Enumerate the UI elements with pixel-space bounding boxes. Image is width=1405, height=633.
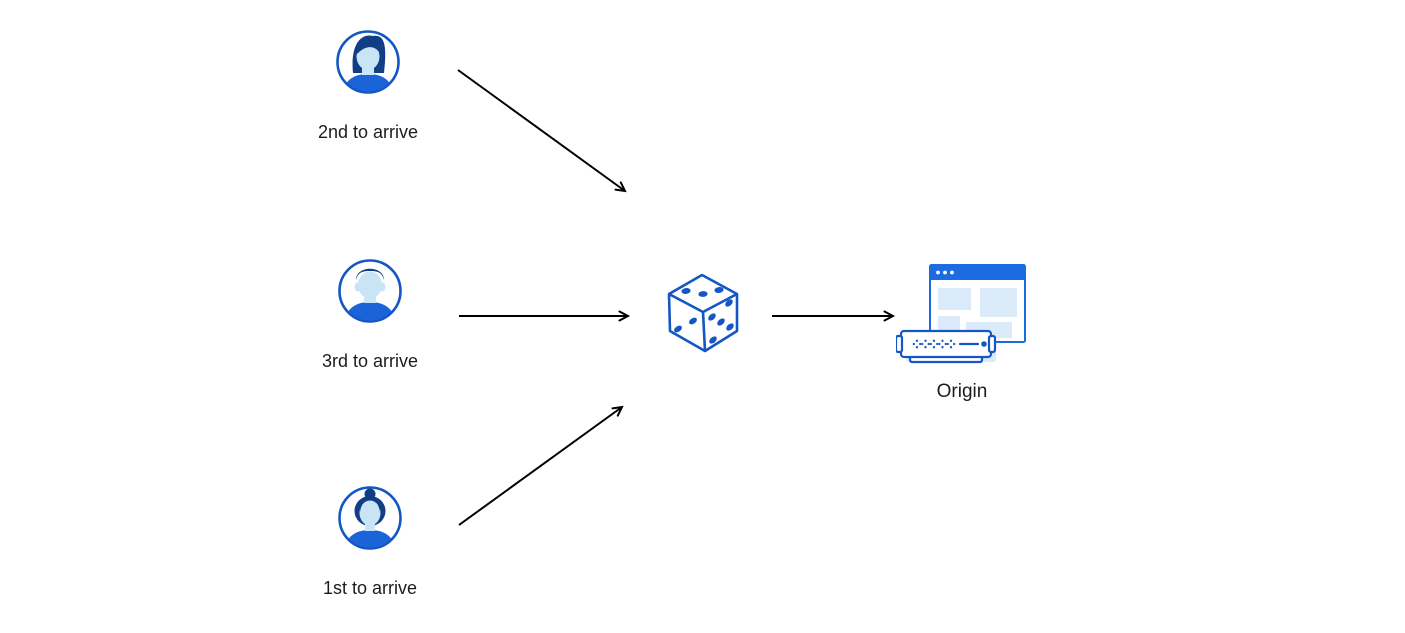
browser-window-and-server-icon	[894, 262, 1028, 371]
origin-label: Origin	[936, 381, 988, 402]
arrow-client-2nd-to-dice	[457, 69, 627, 193]
dice-icon	[666, 272, 742, 359]
client-label-1st: 1st to arrive	[322, 578, 418, 598]
randomizer-node	[666, 272, 742, 359]
origin-node: Origin	[894, 262, 1028, 403]
user-avatar-man-quiff-icon	[335, 29, 401, 100]
user-avatar-woman-bun-icon	[337, 485, 403, 556]
arrow-client-1st-to-dice	[458, 405, 624, 526]
client-node-2nd: 2nd to arrive	[293, 29, 443, 143]
client-label-3rd: 3rd to arrive	[321, 351, 419, 371]
client-node-3rd: 3rd to arrive	[295, 258, 445, 372]
user-avatar-man-short-hair-icon	[337, 258, 403, 329]
client-node-1st: 1st to arrive	[295, 485, 445, 599]
server-vent-dots	[912, 339, 956, 349]
client-label-2nd: 2nd to arrive	[317, 122, 419, 142]
